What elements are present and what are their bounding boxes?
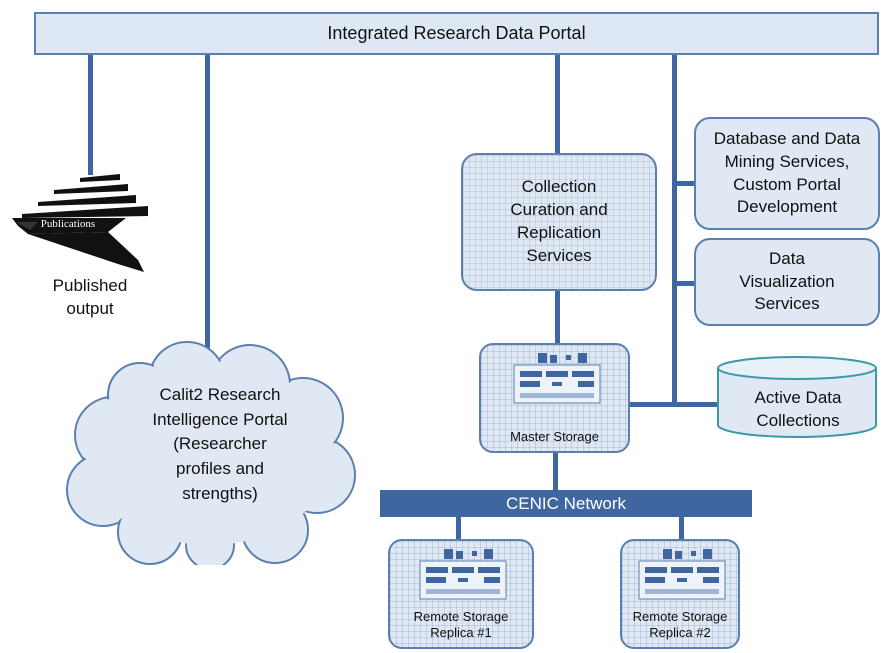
replica1-label: Remote Storage Replica #1 bbox=[390, 609, 532, 642]
master-storage-label: Master Storage bbox=[510, 428, 599, 444]
visualization-line3: Services bbox=[754, 294, 820, 314]
replica2-storage-box: Remote Storage Replica #2 bbox=[620, 539, 740, 649]
cenic-network-label: CENIC Network bbox=[506, 493, 626, 513]
published-output-caption: Published output bbox=[30, 275, 150, 321]
curation-line1: Collection bbox=[521, 177, 597, 197]
replica1-line1: Remote Storage bbox=[413, 608, 509, 624]
published-line2: output bbox=[66, 298, 114, 318]
portal-bar: Integrated Research Data Portal bbox=[34, 12, 879, 55]
storage-architecture-icon bbox=[638, 549, 726, 600]
cloud-line4: profiles and bbox=[176, 458, 264, 478]
database-line4: Development bbox=[736, 197, 838, 217]
active-data-cylinder bbox=[717, 356, 877, 438]
cloud-line5: strengths) bbox=[182, 483, 258, 503]
connector-portal-services bbox=[672, 55, 677, 407]
visualization-services-box: Data Visualization Services bbox=[694, 238, 880, 326]
connector-master-active bbox=[630, 402, 718, 407]
active-data-label: Active Data Collections bbox=[718, 387, 878, 433]
portal-title: Integrated Research Data Portal bbox=[327, 23, 586, 43]
publications-icon-label: Publications bbox=[41, 218, 95, 230]
master-storage-box: Master Storage bbox=[479, 343, 630, 453]
connector-portal-cloud bbox=[205, 55, 210, 355]
visualization-line2: Visualization bbox=[739, 271, 835, 291]
database-line3: Custom Portal bbox=[733, 174, 841, 194]
connector-master-network bbox=[553, 452, 558, 492]
connector-network-replica2 bbox=[679, 516, 684, 540]
replica1-storage-box: Remote Storage Replica #1 bbox=[388, 539, 534, 649]
replica2-line1: Remote Storage bbox=[632, 608, 728, 624]
published-line1: Published bbox=[52, 276, 128, 295]
connector-network-replica1 bbox=[456, 516, 461, 540]
database-services-box: Database and Data Mining Services, Custo… bbox=[694, 117, 880, 230]
database-line1: Database and Data bbox=[713, 128, 861, 148]
publications-icon: Publications bbox=[12, 174, 148, 272]
curation-line4: Services bbox=[526, 245, 592, 265]
cloud-line1: Calit2 Research bbox=[159, 385, 281, 404]
active-line2: Collections bbox=[756, 410, 840, 430]
cloud-text: Calit2 Research Intelligence Portal (Res… bbox=[120, 383, 320, 506]
connector-services-visualization bbox=[672, 281, 694, 286]
connector-portal-curation bbox=[555, 55, 560, 155]
active-line1: Active Data bbox=[754, 388, 842, 407]
curation-services-box: Collection Curation and Replication Serv… bbox=[461, 153, 657, 291]
cenic-network-bar: CENIC Network bbox=[380, 490, 752, 517]
visualization-line1: Data bbox=[769, 248, 805, 268]
connector-curation-master bbox=[555, 290, 560, 345]
connector-services-database bbox=[672, 181, 694, 186]
storage-architecture-icon bbox=[513, 353, 601, 404]
cloud-line2: Intelligence Portal bbox=[152, 409, 288, 429]
database-line2: Mining Services, bbox=[724, 151, 850, 171]
curation-line3: Replication bbox=[516, 223, 602, 242]
cloud-line3: (Researcher bbox=[173, 434, 267, 454]
connector-portal-publications bbox=[88, 55, 93, 175]
research-intelligence-cloud bbox=[66, 341, 356, 565]
curation-line2: Curation and bbox=[510, 200, 608, 220]
replica2-line2: Replica #2 bbox=[649, 624, 711, 640]
storage-architecture-icon bbox=[419, 549, 507, 600]
replica2-label: Remote Storage Replica #2 bbox=[622, 609, 738, 642]
replica1-line2: Replica #1 bbox=[430, 624, 492, 640]
